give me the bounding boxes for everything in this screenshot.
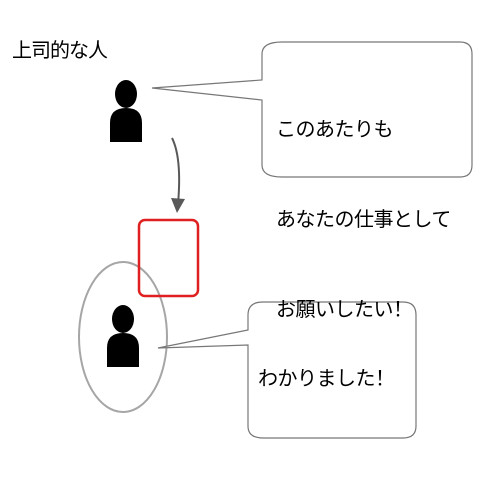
arrow-down-icon: [171, 137, 185, 213]
subordinate-circle: [78, 261, 168, 413]
boss-label: 上司的な人: [12, 38, 108, 62]
subordinate-speech-bubble: [157, 301, 417, 439]
boss-person-icon: [110, 80, 142, 142]
boss-speech-line: お願いしたい！: [276, 297, 413, 321]
subordinate-speech-text: わかりました！: [258, 366, 395, 390]
boss-speech-text: このあたりも あなたの仕事として お願いしたい！: [276, 54, 451, 384]
subordinate-person-icon: [107, 305, 139, 367]
boss-speech-line: あなたの仕事として: [276, 207, 451, 231]
boss-speech-bubble: [151, 41, 473, 178]
boss-speech-line: このあたりも: [276, 117, 393, 141]
task-highlight-box: [137, 218, 200, 298]
